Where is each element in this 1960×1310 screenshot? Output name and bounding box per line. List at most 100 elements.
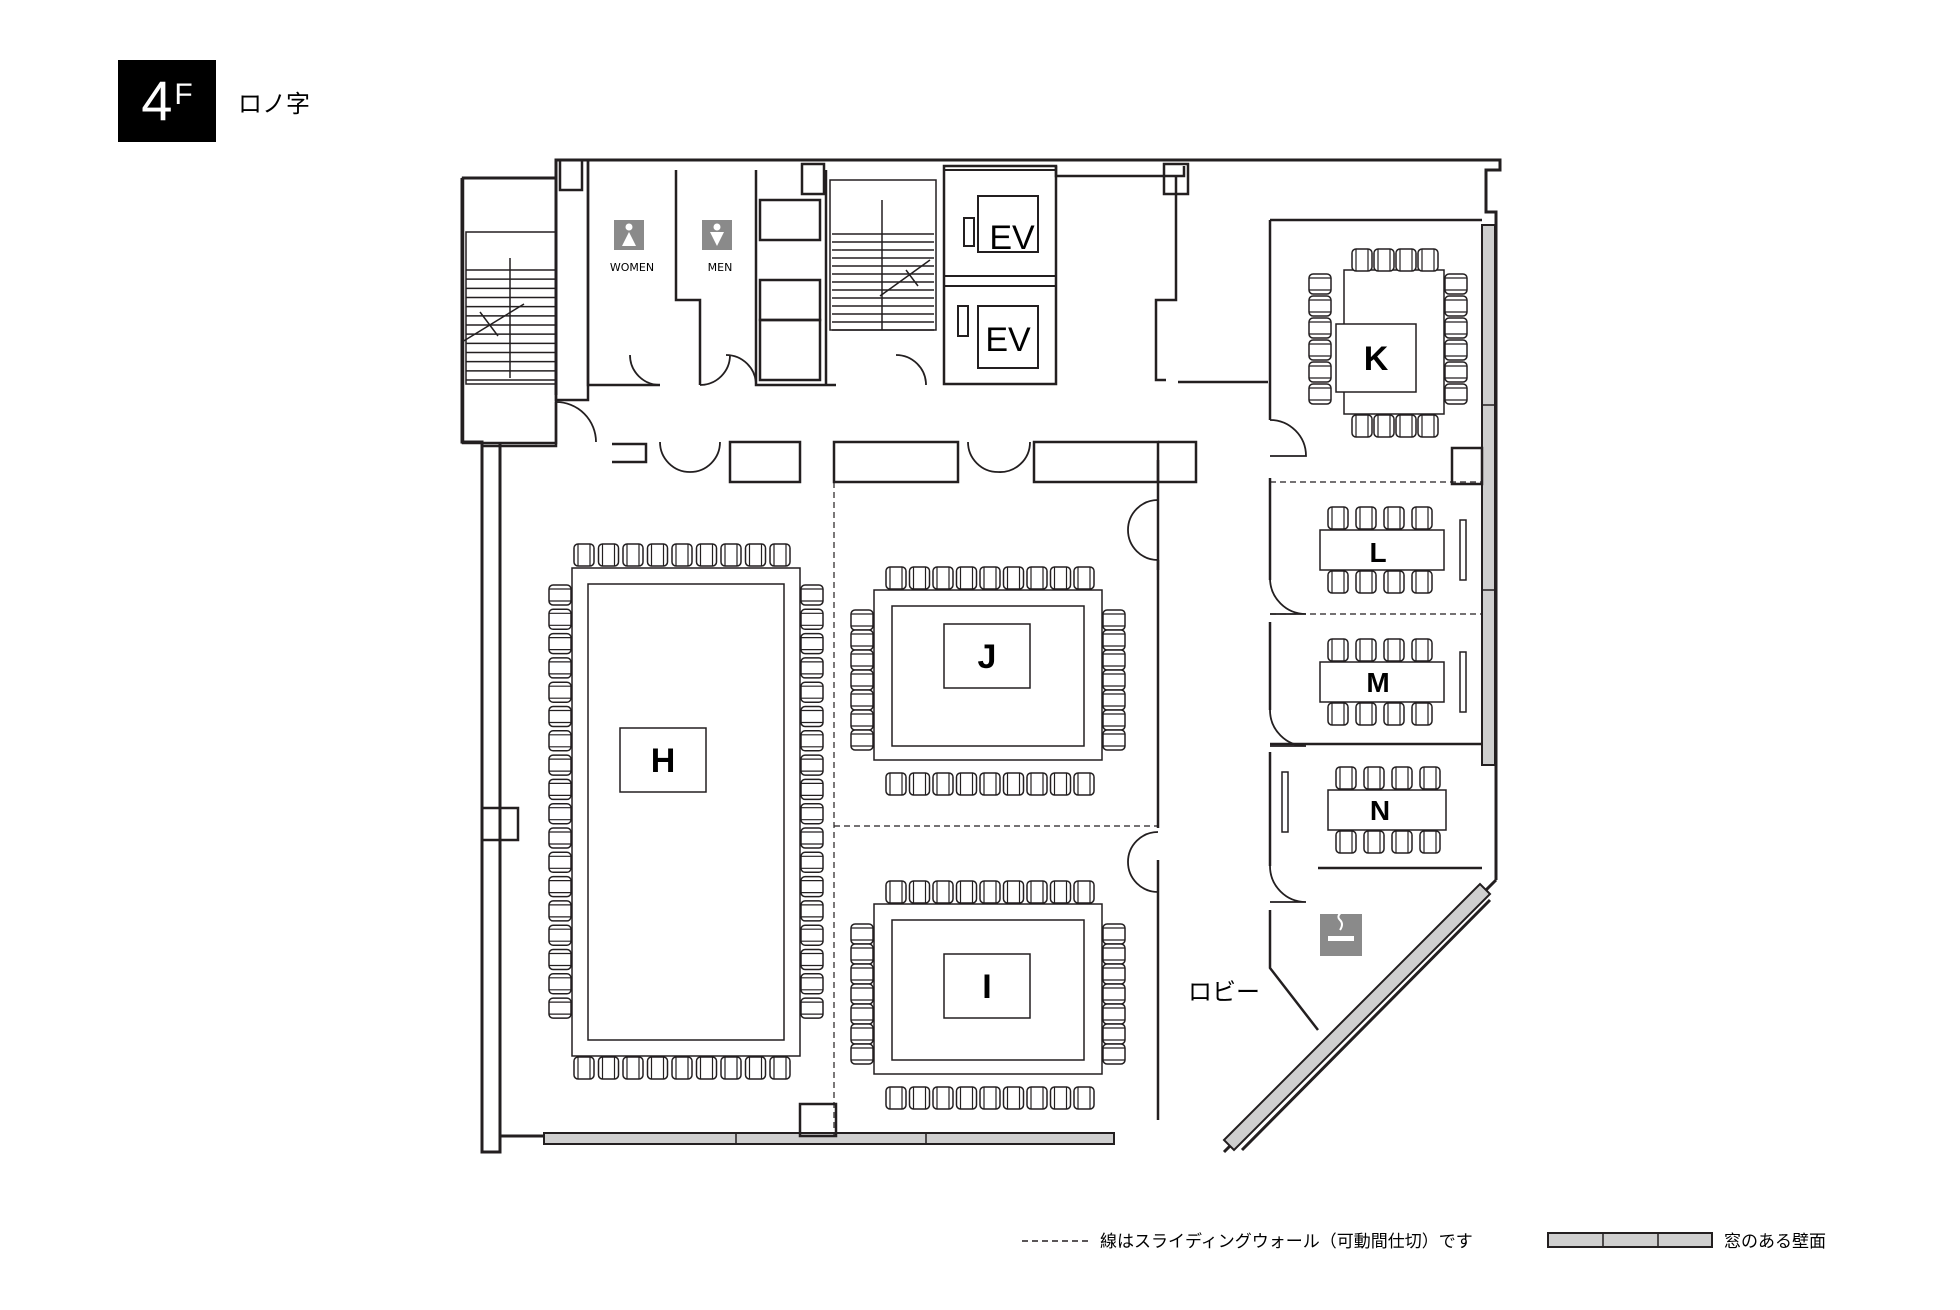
room-i-box: [943, 953, 1031, 1019]
chair: [800, 778, 824, 801]
chair: [1102, 709, 1126, 731]
chair: [1308, 383, 1332, 405]
lobby-label: ロビー: [1188, 978, 1260, 1006]
chair: [646, 543, 669, 567]
chair: [850, 729, 874, 751]
chair: [979, 566, 1001, 590]
chair: [850, 669, 874, 691]
chair: [800, 705, 824, 728]
chair: [885, 880, 907, 904]
chair: [800, 657, 824, 679]
chair: [800, 924, 824, 946]
chair: [1411, 506, 1433, 530]
whiteboards: [1281, 519, 1467, 833]
floor-unit: F: [174, 78, 193, 111]
table-n: [1327, 789, 1447, 831]
chair: [932, 1086, 954, 1110]
chair: [1444, 295, 1468, 317]
chair: [1363, 830, 1385, 854]
chair: [720, 1056, 742, 1080]
chair: [1355, 702, 1377, 726]
service-core: [461, 158, 1190, 445]
chair: [1102, 1043, 1126, 1065]
ev-label-1: EV: [989, 219, 1035, 257]
chair: [1102, 649, 1126, 671]
chair: [769, 1056, 791, 1080]
chair: [1026, 566, 1048, 590]
chair: [979, 880, 1001, 904]
window-walls: [543, 224, 1496, 1152]
chair: [695, 543, 718, 567]
chair: [548, 584, 572, 606]
doors: [555, 354, 1307, 903]
chair: [548, 681, 572, 703]
chair: [955, 1086, 978, 1110]
chair: [1444, 339, 1468, 361]
room-n-label: N: [1370, 795, 1390, 826]
chair: [548, 705, 572, 728]
elevator-2: [943, 285, 1057, 385]
chair: [1049, 566, 1072, 590]
chair: [1002, 880, 1025, 904]
chair: [800, 608, 824, 631]
chair: [1411, 702, 1433, 726]
chair: [850, 1023, 874, 1045]
chair: [769, 543, 791, 567]
chair: [1102, 609, 1126, 631]
chair: [850, 923, 874, 945]
table-m: [1319, 661, 1445, 703]
chair: [1444, 361, 1468, 383]
chair: [1444, 317, 1468, 339]
chair: [1327, 506, 1349, 530]
chair: [979, 772, 1001, 796]
table-l: [1319, 529, 1445, 571]
chair: [1419, 766, 1441, 790]
chair: [1026, 772, 1048, 796]
stairs-middle: [829, 179, 937, 331]
table-h: [571, 567, 801, 1057]
chair: [850, 983, 874, 1005]
chair: [1363, 766, 1385, 790]
chair: [1395, 248, 1417, 272]
room-j-label: J: [978, 638, 997, 676]
chair: [1102, 1023, 1126, 1045]
legend-window-text: 窓のある壁面: [1724, 1232, 1826, 1252]
chair: [932, 772, 954, 796]
chair: [850, 1043, 874, 1065]
chair: [850, 609, 874, 631]
legend-window-swatch: [1547, 1232, 1713, 1248]
chair: [850, 649, 874, 671]
chair: [1391, 830, 1413, 854]
chair: [908, 1086, 931, 1110]
chair: [1383, 570, 1405, 594]
chair: [800, 827, 824, 849]
chair: [1308, 361, 1332, 383]
chair: [908, 772, 931, 796]
chair: [1391, 766, 1413, 790]
chair: [1049, 1086, 1072, 1110]
chair: [1327, 638, 1349, 662]
chair: [908, 880, 931, 904]
chair: [1419, 830, 1441, 854]
room-k-label: K: [1364, 340, 1389, 378]
chair: [1102, 923, 1126, 945]
chair: [1002, 1086, 1025, 1110]
chair: [1308, 295, 1332, 317]
room-i-label: I: [982, 968, 991, 1006]
chair: [800, 802, 824, 825]
stairs-left: [461, 231, 557, 385]
chair: [908, 566, 931, 590]
men-label: MEN: [708, 261, 733, 274]
chair: [1102, 729, 1126, 751]
chair: [1049, 772, 1072, 796]
chair: [1102, 983, 1126, 1005]
chair: [1308, 273, 1332, 295]
chair: [1102, 963, 1126, 985]
chair: [597, 543, 620, 567]
ev-label-2: EV: [985, 321, 1031, 359]
chair: [955, 880, 978, 904]
chair: [850, 943, 874, 965]
chair: [548, 632, 572, 655]
window-dividers: [735, 404, 1495, 1144]
chair: [800, 973, 824, 995]
